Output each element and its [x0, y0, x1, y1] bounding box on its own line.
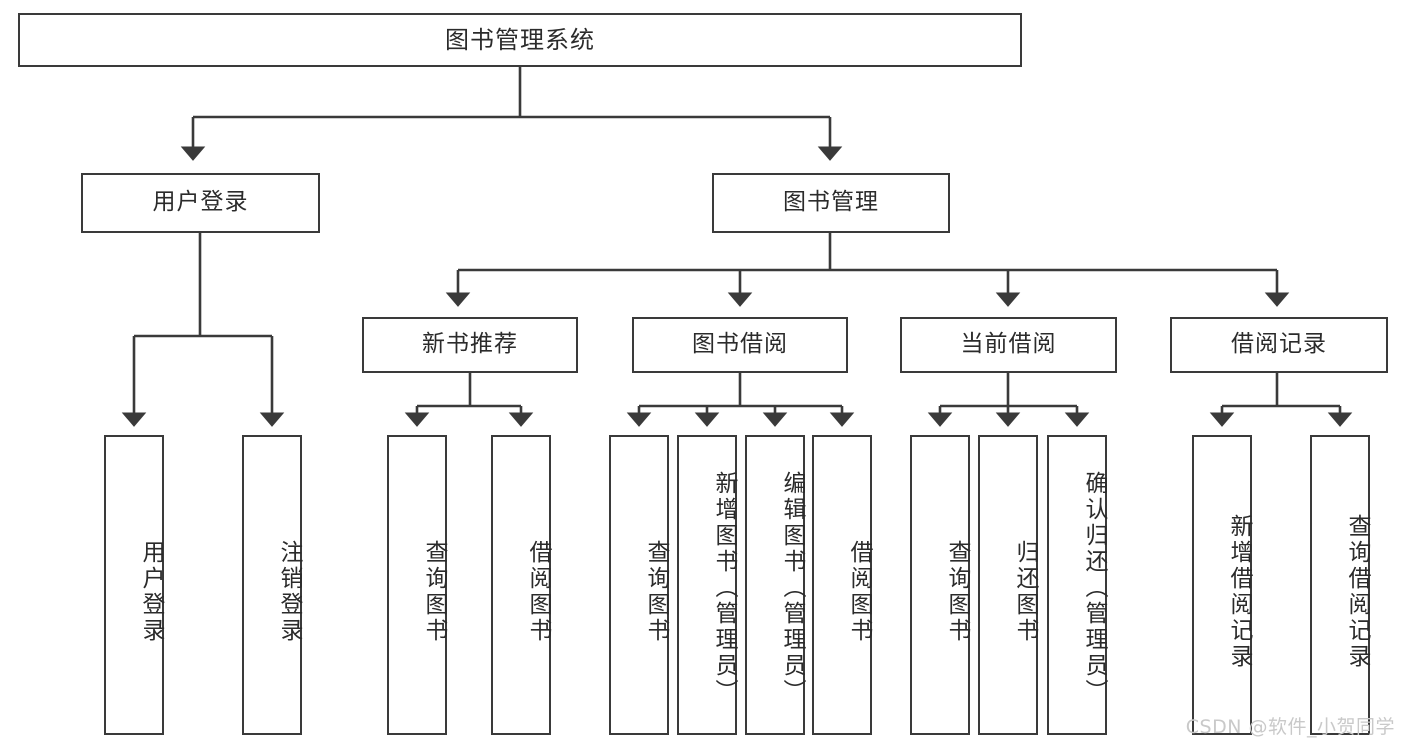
- node-user-login-label: 用户登录: [152, 189, 249, 216]
- node-book-management[interactable]: 图书管理: [712, 173, 950, 233]
- node-root-label: 图书管理系统: [445, 25, 595, 54]
- leaf-book-borrow-add-book-admin[interactable]: 新增图书（管理员）: [677, 435, 737, 735]
- leaf-book-borrow-query-book[interactable]: 查询图书: [609, 435, 669, 735]
- leaf-current-borrow-return-book[interactable]: 归还图书: [978, 435, 1038, 735]
- leaf-label: 确认归还（管理员）: [1081, 471, 1107, 705]
- leaf-label: 查询借阅记录: [1344, 514, 1370, 670]
- node-new-book-recommend-label: 新书推荐: [422, 331, 518, 358]
- leaf-new-book-borrow-book[interactable]: 借阅图书: [491, 435, 551, 735]
- node-book-management-label: 图书管理: [783, 189, 879, 216]
- leaf-new-book-query-book[interactable]: 查询图书: [387, 435, 447, 735]
- node-book-borrow-label: 图书借阅: [692, 331, 788, 358]
- node-current-borrow-label: 当前借阅: [960, 331, 1057, 358]
- leaf-borrow-record-query-record[interactable]: 查询借阅记录: [1310, 435, 1370, 735]
- leaf-label: 查询图书: [944, 540, 970, 644]
- node-current-borrow[interactable]: 当前借阅: [900, 317, 1117, 373]
- leaf-label: 新增借阅记录: [1226, 514, 1252, 670]
- node-new-book-recommend[interactable]: 新书推荐: [362, 317, 578, 373]
- leaf-label: 新增图书（管理员）: [711, 471, 737, 705]
- leaf-current-borrow-query-book[interactable]: 查询图书: [910, 435, 970, 735]
- leaf-label: 用户登录: [138, 540, 164, 644]
- leaf-label: 借阅图书: [846, 540, 872, 644]
- leaf-label: 编辑图书（管理员）: [779, 471, 805, 705]
- node-user-login[interactable]: 用户登录: [81, 173, 320, 233]
- leaf-user-login-login[interactable]: 用户登录: [104, 435, 164, 735]
- node-borrow-record-label: 借阅记录: [1231, 331, 1327, 358]
- leaf-label: 归还图书: [1012, 540, 1038, 644]
- node-borrow-record[interactable]: 借阅记录: [1170, 317, 1388, 373]
- leaf-current-borrow-confirm-return-admin[interactable]: 确认归还（管理员）: [1047, 435, 1107, 735]
- leaf-label: 查询图书: [643, 540, 669, 644]
- leaf-book-borrow-edit-book-admin[interactable]: 编辑图书（管理员）: [745, 435, 805, 735]
- leaf-borrow-record-add-record[interactable]: 新增借阅记录: [1192, 435, 1252, 735]
- leaf-label: 借阅图书: [525, 540, 551, 644]
- node-book-borrow[interactable]: 图书借阅: [632, 317, 848, 373]
- leaf-book-borrow-borrow-book[interactable]: 借阅图书: [812, 435, 872, 735]
- leaf-label: 注销登录: [276, 540, 302, 644]
- leaf-label: 查询图书: [421, 540, 447, 644]
- csdn-watermark: CSDN @软件_小贺同学: [1185, 716, 1395, 738]
- leaf-user-login-logout[interactable]: 注销登录: [242, 435, 302, 735]
- node-root[interactable]: 图书管理系统: [18, 13, 1022, 67]
